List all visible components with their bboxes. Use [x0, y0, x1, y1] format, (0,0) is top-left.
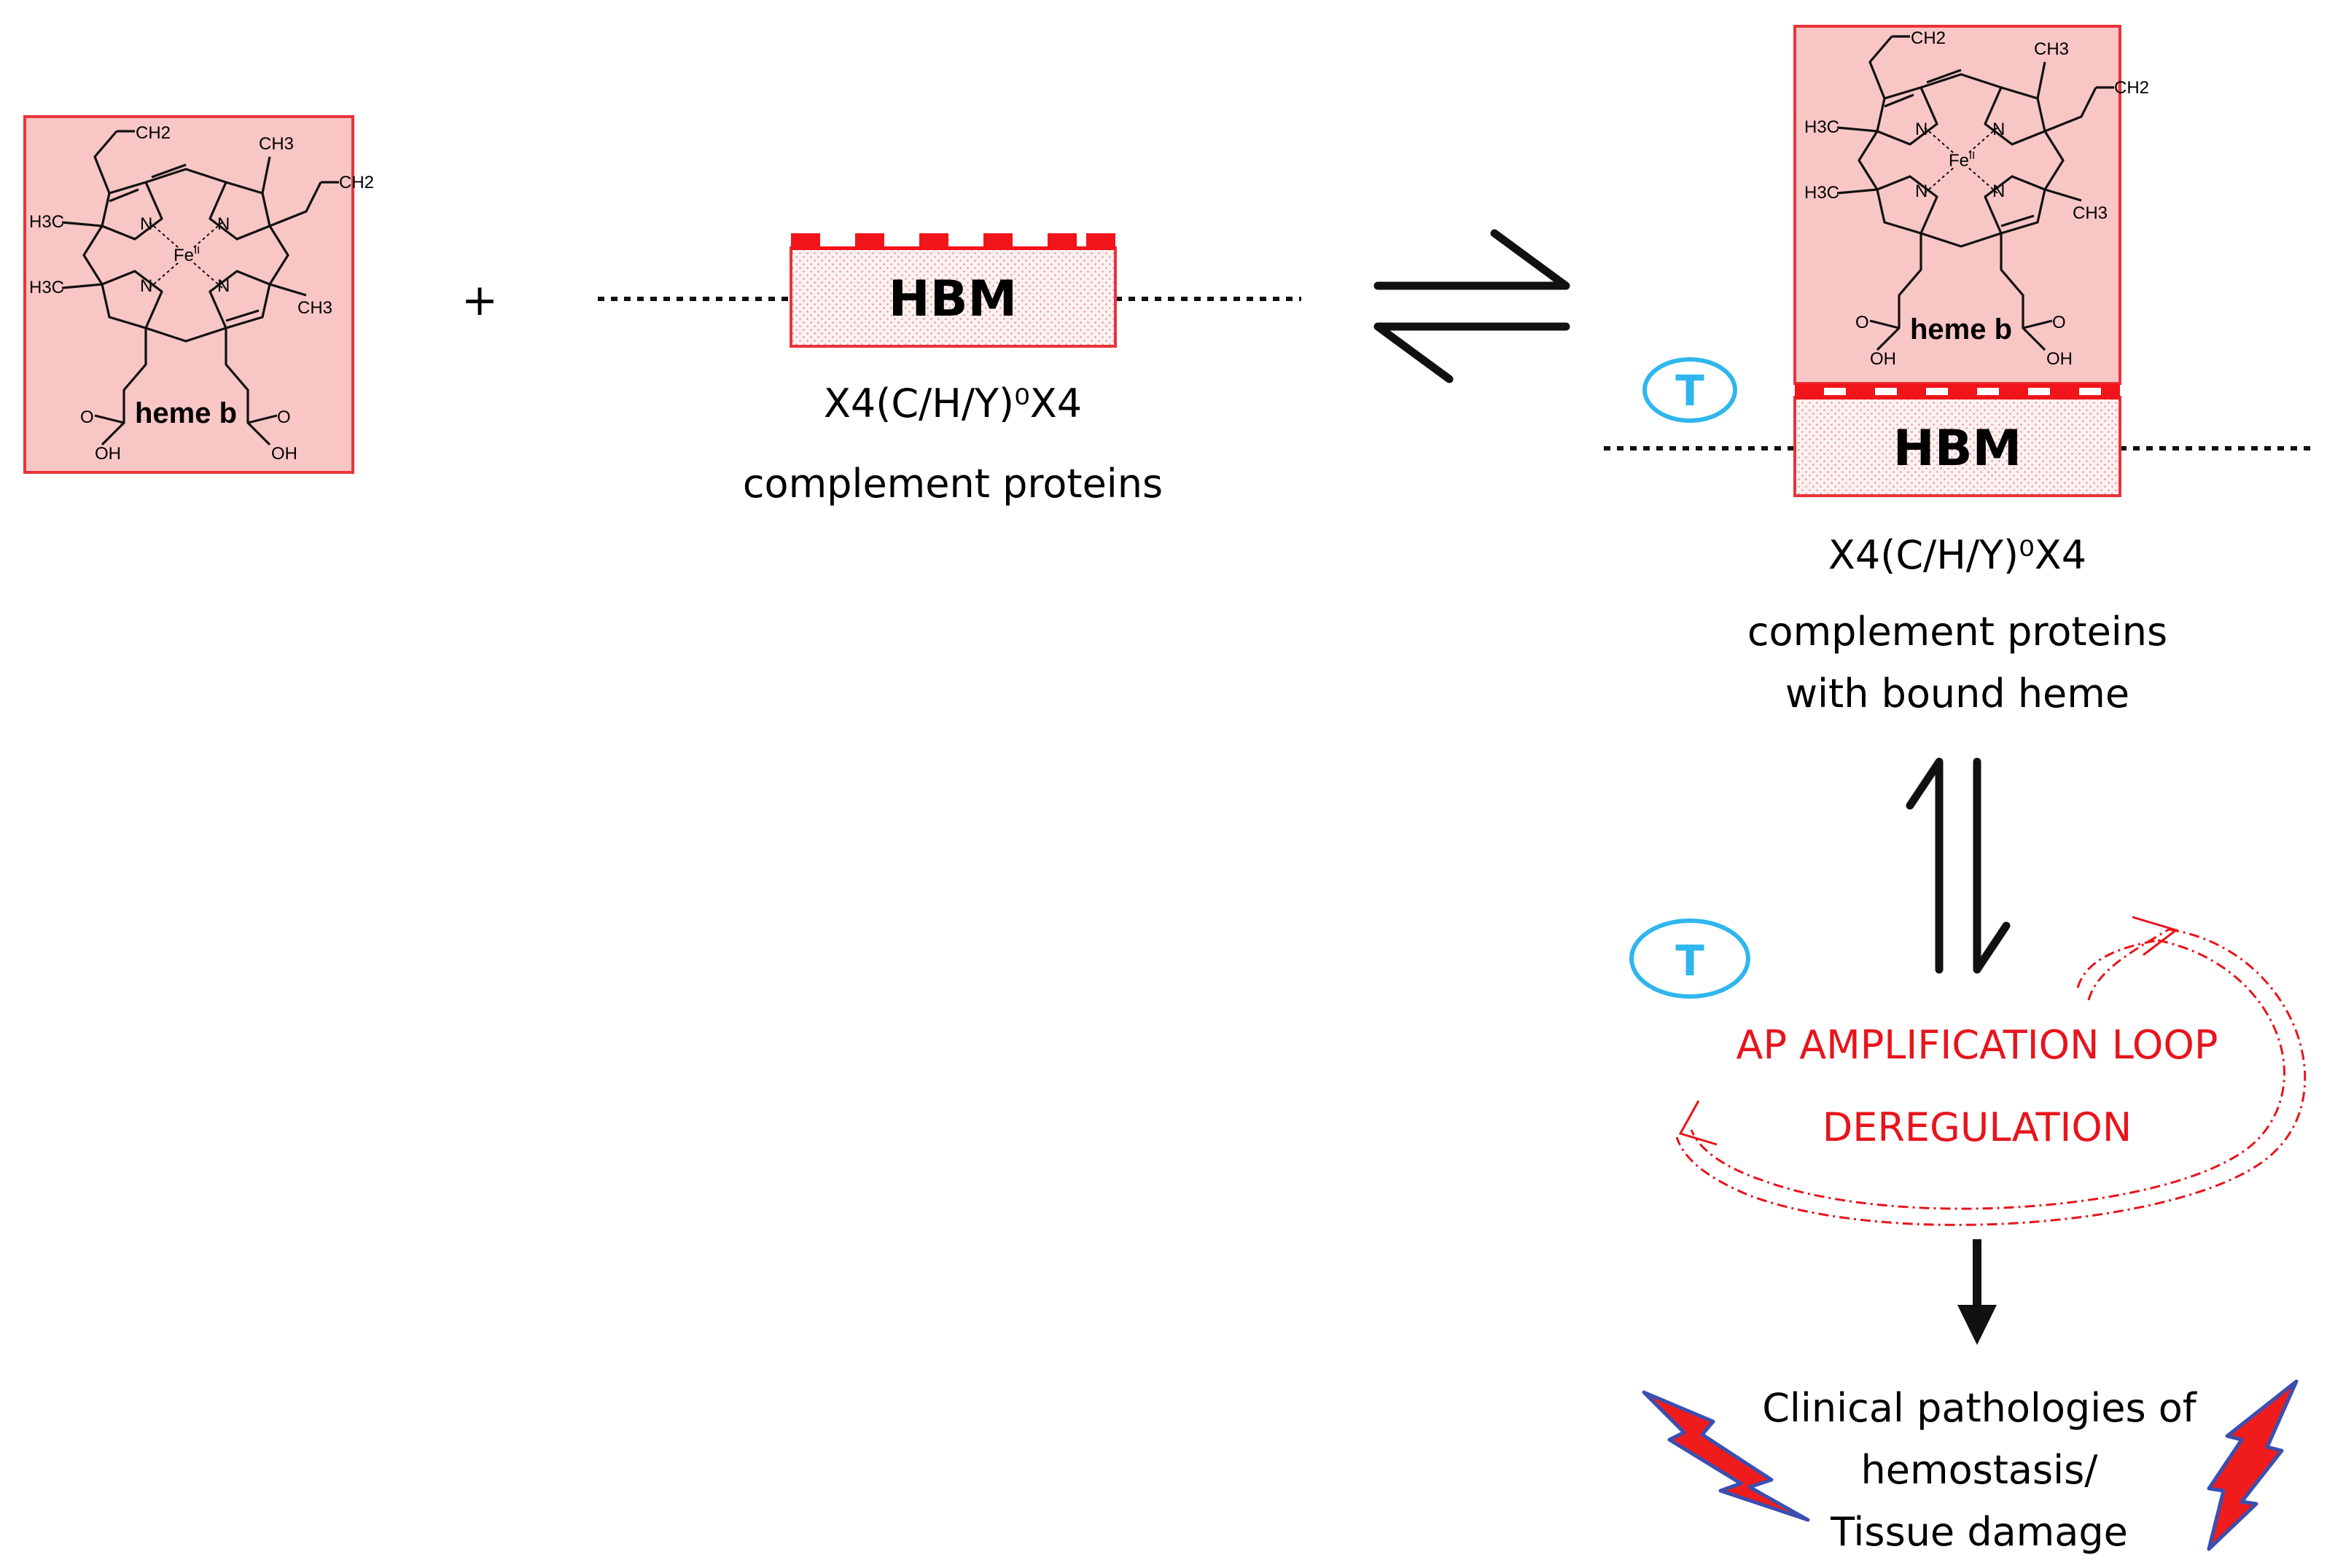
atom-vinyl-right: CH2: [339, 173, 374, 192]
loop-label-line2: DEREGULATION: [1823, 1104, 2132, 1150]
amplification-loop: [1675, 916, 2307, 1226]
bound-atom-n3: N: [1915, 182, 1928, 201]
free-protein: HBM X4(C/H/Y)⁰X4 complement proteins: [598, 233, 1301, 507]
atom-o-left: O: [80, 407, 94, 427]
bound-hbm-label: HBM: [1893, 420, 2022, 477]
equilibrium-arrow-vertical: [1906, 757, 2011, 974]
hbm-label: HBM: [889, 270, 1017, 328]
atom-n1: N: [140, 214, 152, 234]
bound-hbm-binding-edge: [1795, 383, 2120, 399]
lightning-bolt-right-icon: [2207, 1379, 2299, 1551]
atom-methyl-bottom-left: H3C: [29, 278, 64, 297]
protein-label: complement proteins: [743, 461, 1163, 507]
bound-atom-methyl-top-right: CH3: [2034, 39, 2069, 59]
equilibrium-arrow-horizontal: [1373, 229, 1570, 383]
bound-protein-label-2: with bound heme: [1785, 671, 2129, 717]
hbm-box: [790, 246, 1117, 348]
bound-atom-vinyl-right: CH2: [2114, 78, 2149, 98]
bound-heme-structure: CH2 H3C CH3 CH2 H3C CH3 N N N N FeII O O…: [1804, 28, 2149, 369]
loop-label-line1: AP AMPLIFICATION LOOP: [1737, 1022, 2218, 1068]
outcome-line1: Clinical pathologies of: [1762, 1385, 2198, 1431]
atom-vinyl-left: CH2: [136, 123, 171, 143]
t-badge-top-label: T: [1675, 366, 1704, 416]
bound-atom-o-right: O: [2052, 313, 2066, 332]
bound-atom-n4: N: [1992, 182, 2005, 201]
bound-protein-label-1: complement proteins: [1747, 609, 2167, 655]
lightning-bolt-left-icon: [1642, 1390, 1810, 1522]
bound-atom-methyl-bottom-right: CH3: [2073, 203, 2108, 223]
atom-oh-right: OH: [271, 444, 297, 464]
bound-atom-methyl-top-left: H3C: [1804, 117, 1839, 137]
heme-b-free: CH2 H3C CH3 CH2 H3C CH3 N N N N FeII O O…: [23, 115, 374, 474]
atom-n3: N: [140, 276, 152, 296]
hbm-binding-edge: [791, 233, 1115, 250]
heme-b-box: [23, 115, 354, 474]
outcome-line2: hemostasis/: [1861, 1447, 2099, 1493]
atom-oh-left: OH: [95, 444, 121, 464]
atom-n4: N: [217, 276, 230, 296]
t-badge-bottom: T: [1629, 918, 1750, 999]
bound-atom-oh-left: OH: [1870, 349, 1896, 369]
plus-sign: +: [461, 275, 498, 326]
atom-methyl-top-right: CH3: [259, 134, 294, 154]
bound-hbm-box: [1793, 396, 2121, 497]
bound-atom-n1: N: [1915, 120, 1928, 139]
t-badge-top: T: [1642, 357, 1737, 423]
outcome-line3: Tissue damage: [1830, 1509, 2128, 1555]
down-arrow: [1957, 1239, 1997, 1345]
heme-b-structure: CH2 H3C CH3 CH2 H3C CH3 N N N N FeII O O…: [29, 123, 374, 464]
bound-atom-n2: N: [1992, 120, 2005, 139]
heme-b-label: heme b: [135, 397, 237, 429]
bound-atom-oh-right: OH: [2046, 349, 2073, 369]
bound-complex: CH2 H3C CH3 CH2 H3C CH3 N N N N FeII O O…: [1604, 25, 2311, 717]
t-badge-bottom-label: T: [1675, 936, 1704, 986]
atom-fe: FeII: [174, 244, 200, 265]
atom-methyl-bottom-right: CH3: [297, 298, 332, 318]
bound-atom-methyl-bottom-left: H3C: [1804, 183, 1839, 203]
bound-atom-fe: FeII: [1949, 149, 1975, 171]
bound-heme-box: [1793, 25, 2121, 385]
bound-heme-b-label: heme b: [1910, 313, 2012, 346]
atom-o-right: O: [277, 407, 291, 427]
atom-methyl-top-left: H3C: [29, 212, 64, 232]
bound-atom-o-left: O: [1855, 313, 1869, 332]
bound-atom-vinyl-left: CH2: [1911, 28, 1946, 48]
atom-n2: N: [217, 214, 230, 234]
bound-motif-sequence: X4(C/H/Y)⁰X4: [1828, 532, 2086, 578]
motif-sequence: X4(C/H/Y)⁰X4: [824, 381, 1082, 426]
